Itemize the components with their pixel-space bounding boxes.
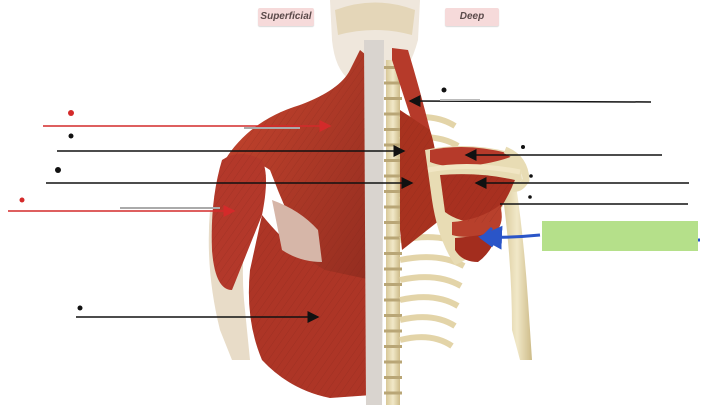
vertebra [384,267,402,271]
rib [399,294,460,309]
vertebra [384,174,402,178]
vertebra [384,252,402,255]
vertebra [384,236,402,240]
answer-box[interactable] [542,221,698,251]
bullet-dot [521,145,525,149]
bullet-dot [77,305,83,311]
skull-base [335,2,415,35]
bullet-dot [68,110,74,116]
leader-line-9-head [479,226,494,248]
vertebra [384,314,402,317]
vertebra [384,81,402,85]
bullet-dot [529,174,533,178]
vertebra [384,298,402,302]
vertebra [384,66,402,69]
vertebra [384,329,402,333]
trapezius-fibers [225,50,372,330]
superficial-header: Superficial [258,8,314,26]
acromion [503,146,530,192]
vertebra [384,112,402,116]
infraspinatus-fibers [440,174,515,223]
rib [399,334,454,349]
vertebra [384,221,402,224]
deep-header: Deep [445,8,499,26]
rhomboid-fibers [400,110,440,250]
scapular-spine [427,163,521,175]
vertebra [384,143,402,147]
bullet-dot [55,167,61,173]
vertebra [384,360,402,364]
humerus-right [502,185,532,360]
vertebra [384,283,402,286]
levator-scapulae [392,48,430,140]
scapula-window [272,200,322,262]
bullet-dot [441,87,447,93]
rib [399,274,463,289]
rib [399,314,457,329]
vertebra [384,97,402,100]
vertebra [384,159,402,162]
vertebra [384,128,402,131]
spine-midline [364,40,384,405]
deltoid-fibers [211,154,266,290]
bullet-dot [19,197,25,203]
vertebra [384,190,402,193]
bullet-dot [68,133,74,139]
vertebra [384,391,402,395]
latissimus-fibers [248,215,372,398]
leader-line-1 [408,95,652,108]
vertebra-ticks [384,66,402,395]
vertebra [384,376,402,379]
bullet-dot [528,195,532,199]
rib [399,254,466,269]
vertebra [384,345,402,348]
vertebra [384,205,402,209]
